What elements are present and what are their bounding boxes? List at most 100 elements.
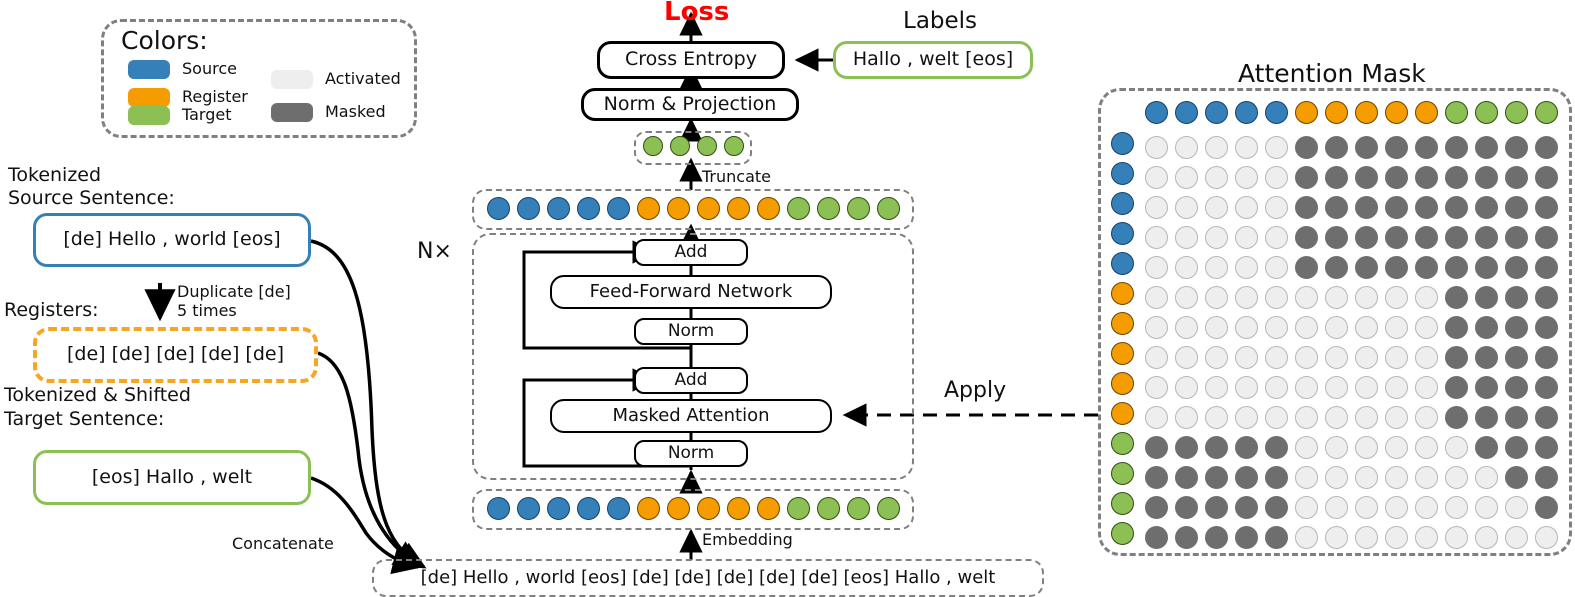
- mask-cell-6-7-activated: [1355, 315, 1378, 339]
- mask-cell-9-11-masked: [1475, 405, 1498, 429]
- mask-cell-3-11-masked: [1475, 225, 1498, 249]
- mask-col-header-13: [1535, 101, 1558, 124]
- mask-cell-3-1-activated: [1175, 225, 1198, 249]
- mask-cell-8-10-masked: [1445, 375, 1468, 399]
- mask-cell-0-6-masked: [1325, 135, 1348, 159]
- encoded-token-row: [487, 197, 900, 220]
- mask-cell-12-12-activated: [1505, 495, 1528, 519]
- mask-cell-1-12-masked: [1505, 165, 1528, 189]
- target-sentence-box: [eos] Hallo , welt: [33, 450, 311, 505]
- mask-cell-6-2-activated: [1205, 315, 1228, 339]
- mask-cell-4-7-masked: [1355, 255, 1378, 279]
- token-dot-source-4: [607, 497, 630, 520]
- mask-cell-12-7-activated: [1355, 495, 1378, 519]
- mask-cell-7-9-activated: [1415, 345, 1438, 369]
- mask-cell-8-4-activated: [1265, 375, 1288, 399]
- mask-cell-13-12-activated: [1505, 525, 1528, 549]
- mask-cell-3-10-masked: [1445, 225, 1468, 249]
- truncate-label: Truncate: [702, 167, 771, 186]
- token-dot-register-6: [667, 497, 690, 520]
- mask-cell-3-5-masked: [1295, 225, 1318, 249]
- token-dot-target-10: [787, 497, 810, 520]
- mask-cell-2-7-masked: [1355, 195, 1378, 219]
- mask-cell-9-10-masked: [1445, 405, 1468, 429]
- mask-cell-0-3-activated: [1235, 135, 1258, 159]
- token-dot-source-3: [577, 197, 600, 220]
- mask-cell-10-12-masked: [1505, 435, 1528, 459]
- ffn-label: Feed-Forward Network: [589, 280, 793, 302]
- mask-cell-11-2-masked: [1205, 465, 1228, 489]
- mask-cell-13-11-activated: [1475, 525, 1498, 549]
- truncated-dot-0: [643, 136, 663, 156]
- mask-cell-11-12-masked: [1505, 465, 1528, 489]
- mask-cell-5-6-activated: [1325, 285, 1348, 309]
- mask-cell-10-2-masked: [1205, 435, 1228, 459]
- mask-cell-1-7-masked: [1355, 165, 1378, 189]
- mask-cell-5-12-masked: [1505, 285, 1528, 309]
- mask-cell-7-5-activated: [1295, 345, 1318, 369]
- mask-cell-10-10-activated: [1445, 435, 1468, 459]
- mask-cell-9-4-activated: [1265, 405, 1288, 429]
- mask-cell-6-3-activated: [1235, 315, 1258, 339]
- mask-col-header-9: [1415, 101, 1438, 124]
- mask-cell-3-3-activated: [1235, 225, 1258, 249]
- mask-cell-9-3-activated: [1235, 405, 1258, 429]
- mask-cell-3-2-activated: [1205, 225, 1228, 249]
- source-sentence-box: [de] Hello , world [eos]: [33, 213, 311, 267]
- mask-cell-13-7-activated: [1355, 525, 1378, 549]
- mask-cell-5-9-activated: [1415, 285, 1438, 309]
- target-sentence-text: [eos] Hallo , welt: [91, 465, 253, 488]
- mask-row-header-9: [1111, 402, 1134, 425]
- registers-caption: Registers:: [4, 299, 99, 321]
- legend-row-target: Target: [128, 105, 232, 125]
- mask-cell-7-4-activated: [1265, 345, 1288, 369]
- mask-cell-13-4-masked: [1265, 525, 1288, 549]
- mask-cell-4-0-activated: [1145, 255, 1168, 279]
- mask-row-header-13: [1111, 522, 1134, 545]
- mask-cell-1-11-masked: [1475, 165, 1498, 189]
- mask-cell-12-8-activated: [1385, 495, 1408, 519]
- mask-cell-6-10-masked: [1445, 315, 1468, 339]
- mask-cell-12-2-masked: [1205, 495, 1228, 519]
- norm-top-label: Norm: [667, 320, 715, 341]
- mask-row-header-5: [1111, 282, 1134, 305]
- mask-cell-12-1-masked: [1175, 495, 1198, 519]
- token-dot-source-1: [517, 497, 540, 520]
- labels-text: Hallo , welt [eos]: [852, 48, 1014, 71]
- mask-cell-4-8-masked: [1385, 255, 1408, 279]
- mask-cell-2-13-masked: [1535, 195, 1558, 219]
- mask-cell-4-9-masked: [1415, 255, 1438, 279]
- encoded-tokens-container: [472, 189, 914, 230]
- mask-cell-10-9-activated: [1415, 435, 1438, 459]
- token-dot-register-9: [757, 197, 780, 220]
- truncated-token-row: [643, 136, 744, 156]
- duplicate-label-line1: Duplicate [de]: [177, 282, 291, 301]
- mask-cell-5-0-activated: [1145, 285, 1168, 309]
- mask-cell-7-7-activated: [1355, 345, 1378, 369]
- mask-cell-0-4-activated: [1265, 135, 1288, 159]
- masked-attention-box: Masked Attention: [550, 399, 832, 433]
- mask-cell-5-3-activated: [1235, 285, 1258, 309]
- token-dot-register-5: [637, 197, 660, 220]
- concatenated-sentence-text: [de] Hello , world [eos] [de] [de] [de] …: [420, 566, 996, 588]
- mask-cell-5-5-activated: [1295, 285, 1318, 309]
- mask-cell-12-10-activated: [1445, 495, 1468, 519]
- mask-cell-13-9-activated: [1415, 525, 1438, 549]
- registers-box: [de] [de] [de] [de] [de]: [33, 327, 318, 383]
- mask-cell-5-8-activated: [1385, 285, 1408, 309]
- mask-cell-11-9-activated: [1415, 465, 1438, 489]
- mask-cell-11-10-activated: [1445, 465, 1468, 489]
- truncated-tokens-container: [634, 131, 752, 165]
- mask-cell-8-9-activated: [1415, 375, 1438, 399]
- mask-cell-11-0-masked: [1145, 465, 1168, 489]
- mask-cell-9-12-masked: [1505, 405, 1528, 429]
- mask-row-header-6: [1111, 312, 1134, 335]
- mask-cell-11-3-masked: [1235, 465, 1258, 489]
- nx-label: N×: [417, 239, 452, 264]
- token-dot-target-12: [847, 197, 870, 220]
- mask-cell-2-2-activated: [1205, 195, 1228, 219]
- legend-row-masked: Masked: [271, 102, 386, 122]
- mask-cell-2-8-masked: [1385, 195, 1408, 219]
- concatenated-sentence-box: [de] Hello , world [eos] [de] [de] [de] …: [372, 559, 1044, 597]
